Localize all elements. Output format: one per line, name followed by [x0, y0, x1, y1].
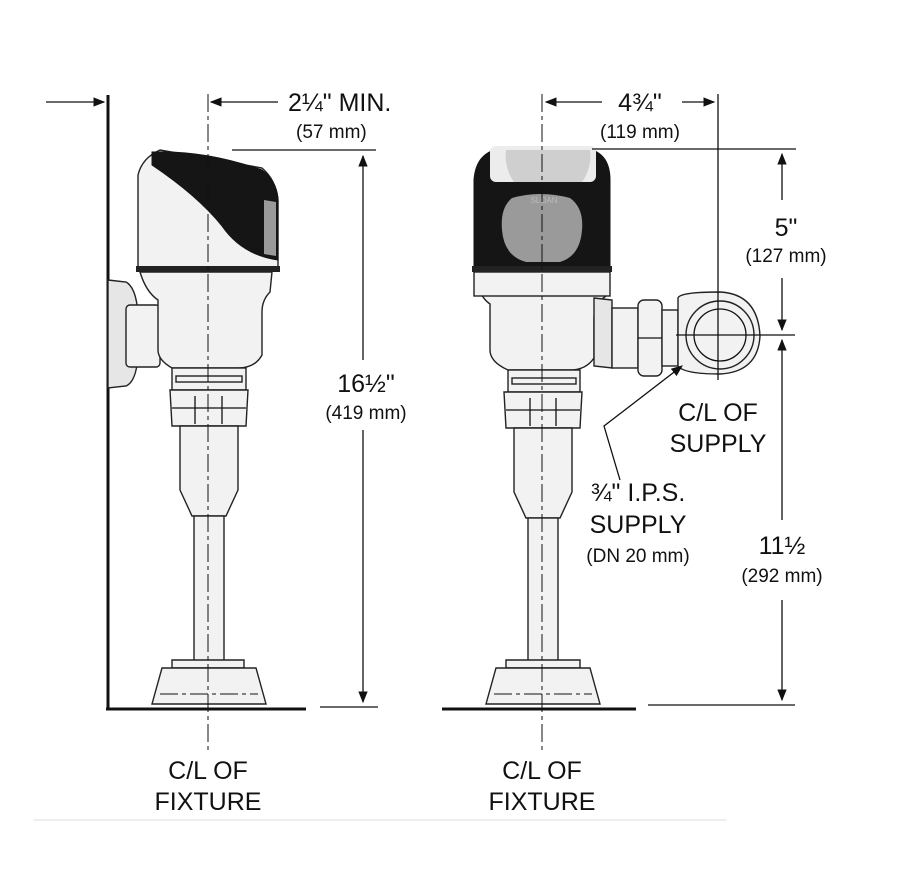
- valve-body: [139, 271, 273, 369]
- cl-supply-label-1: C/L OF: [678, 399, 758, 427]
- lower-ring: [175, 375, 243, 383]
- fixture-spud-flange: [151, 667, 267, 705]
- cl-fixture-label-right-2: FIXTURE: [489, 788, 596, 816]
- flush-tube: [193, 515, 225, 662]
- sensor-window-side: [264, 200, 276, 256]
- supply-offset-inches: 4¾": [618, 89, 662, 117]
- ips-label-1: ¾" I.P.S.: [591, 479, 686, 507]
- ips-label-2: SUPPLY: [590, 511, 687, 539]
- housing-dark-panel: [151, 151, 279, 261]
- cl-fixture-label-left-1: C/L OF: [168, 757, 248, 785]
- cl-supply-label-2: SUPPLY: [670, 430, 767, 458]
- height-mm: (419 mm): [325, 403, 406, 424]
- cl-fixture-label-right-1: C/L OF: [502, 757, 582, 785]
- supply-height-inches: 11½: [759, 532, 806, 560]
- fixture-spud-flange-front: [485, 667, 601, 705]
- supply-height-mm: (292 mm): [741, 566, 822, 587]
- offset-inches: 2¼" MIN.: [288, 89, 391, 117]
- offset-mm: (57 mm): [296, 122, 367, 143]
- top-to-supply-inches: 5": [775, 214, 798, 242]
- brand-logo: SLOAN: [530, 196, 557, 205]
- right-front-view: SLOAN 4¾" (119 mm) 5" (127 mm): [442, 89, 827, 816]
- supply-offset-mm: (119 mm): [600, 122, 680, 143]
- ips-label-3: (DN 20 mm): [586, 546, 689, 567]
- vacuum-breaker: [179, 425, 239, 517]
- height-inches: 16½": [337, 370, 395, 398]
- ips-leader-line: [603, 365, 683, 481]
- supply-stop-body: [611, 307, 639, 369]
- left-side-view: 2¼" MIN. (57 mm) 16½" (419 mm) C/L OF FI…: [46, 89, 407, 816]
- cl-fixture-label-left-2: FIXTURE: [155, 788, 262, 816]
- top-to-supply-mm: (127 mm): [745, 246, 826, 267]
- override-button: [505, 150, 591, 182]
- spud-connection: [125, 304, 161, 368]
